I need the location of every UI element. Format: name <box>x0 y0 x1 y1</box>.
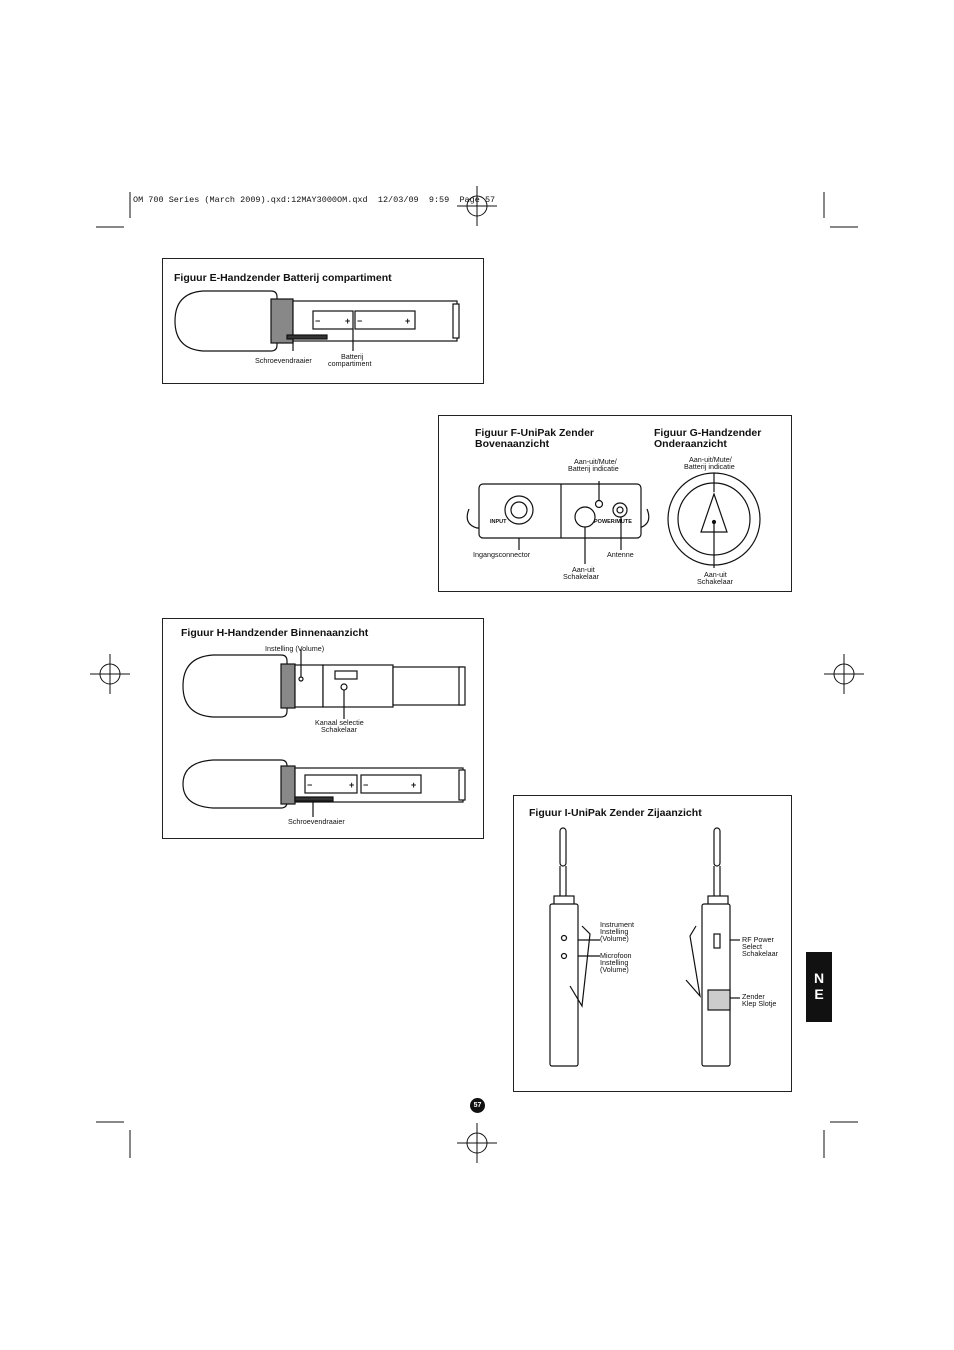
svg-text:−: − <box>315 316 320 326</box>
unipak-side-drawing <box>549 827 740 1067</box>
svg-text:−: − <box>307 780 312 790</box>
channel-select-label-2: Schakelaar <box>321 725 357 734</box>
fig-g-indicator-label-2: Batterij indicatie <box>684 462 735 471</box>
fig-f-switch-label-1: Aan-uit <box>572 565 595 574</box>
svg-text:+: + <box>411 780 416 790</box>
figure-e-box: Figuur E-Handzender Batterij compartimen… <box>162 258 484 384</box>
fig-f-switch-label-2: Schakelaar <box>563 572 599 581</box>
figure-f-title-1: Figuur F-UniPak Zender <box>475 427 595 439</box>
input-connector-label: Ingangsconnector <box>473 550 531 559</box>
panel-input-label: INPUT <box>490 519 507 525</box>
language-tab: N E <box>806 952 832 1022</box>
unipak-top-and-handheld-bottom-drawing <box>466 472 761 568</box>
latch-label-2: Klep Slotje <box>742 999 777 1008</box>
figure-i-box: Figuur I-UniPak Zender Zijaanzicht Instr… <box>513 795 792 1092</box>
svg-text:+: + <box>405 316 410 326</box>
microphone-label-2: Instelling <box>600 958 629 967</box>
figure-f-title-2: Bovenaanzicht <box>475 438 550 450</box>
page-number: 57 <box>470 1098 485 1113</box>
figure-g-title-1: Figuur G-Handzender <box>654 427 762 439</box>
microphone-label-3: (Volume) <box>600 965 629 974</box>
figure-e-title: Figuur E-Handzender Batterij compartimen… <box>174 272 392 284</box>
fig-f-indicator-label-1: Aan-uit/Mute/ <box>574 457 617 466</box>
fig-h-screwdriver-label: Schroevendraaier <box>288 817 345 826</box>
rf-power-label-1: RF Power <box>742 935 774 944</box>
rf-power-label-2: Select <box>742 942 762 951</box>
svg-text:−: − <box>357 316 362 326</box>
figure-f-g-box: Figuur F-UniPak Zender Bovenaanzicht Fig… <box>438 415 792 592</box>
fig-g-indicator-label-1: Aan-uit/Mute/ <box>689 455 732 464</box>
channel-select-label-1: Kanaal selectie <box>315 718 364 727</box>
antenna-label: Antenne <box>607 550 634 559</box>
rf-power-label-3: Schakelaar <box>742 949 778 958</box>
figure-i-title: Figuur I-UniPak Zender Zijaanzicht <box>529 807 702 819</box>
volume-setting-label: Instelling (Volume) <box>265 644 325 653</box>
handheld-inside-drawing: −+ −+ <box>182 649 466 817</box>
latch-label-1: Zender <box>742 992 765 1001</box>
language-tab-line-1: N <box>813 970 825 986</box>
microphone-label-1: Microfoon <box>600 951 632 960</box>
fig-g-switch-label-2: Schakelaar <box>697 577 733 586</box>
handheld-battery-drawing: −+ −+ <box>174 290 460 352</box>
panel-power-mute-label: POWER/MUTE <box>594 519 632 525</box>
svg-text:−: − <box>363 780 368 790</box>
battery-compartment-label-2: compartiment <box>328 359 372 368</box>
svg-text:+: + <box>345 316 350 326</box>
fig-g-switch-label-1: Aan-uit <box>704 570 727 579</box>
instrument-label-1: Instrument <box>600 920 634 929</box>
instrument-label-3: (Volume) <box>600 934 629 943</box>
battery-compartment-label-1: Batterij <box>341 352 364 361</box>
screwdriver-label: Schroevendraaier <box>255 356 312 365</box>
fig-f-indicator-label-2: Batterij indicatie <box>568 464 619 473</box>
language-tab-line-2: E <box>814 986 824 1002</box>
figure-h-title: Figuur H-Handzender Binnenaanzicht <box>181 627 369 639</box>
figure-h-box: Figuur H-Handzender Binnenaanzicht <box>162 618 484 839</box>
svg-text:+: + <box>349 780 354 790</box>
instrument-label-2: Instelling <box>600 927 629 936</box>
file-header-line: OM 700 Series (March 2009).qxd:12MAY3000… <box>133 195 496 205</box>
figure-g-title-2: Onderaanzicht <box>654 438 727 450</box>
